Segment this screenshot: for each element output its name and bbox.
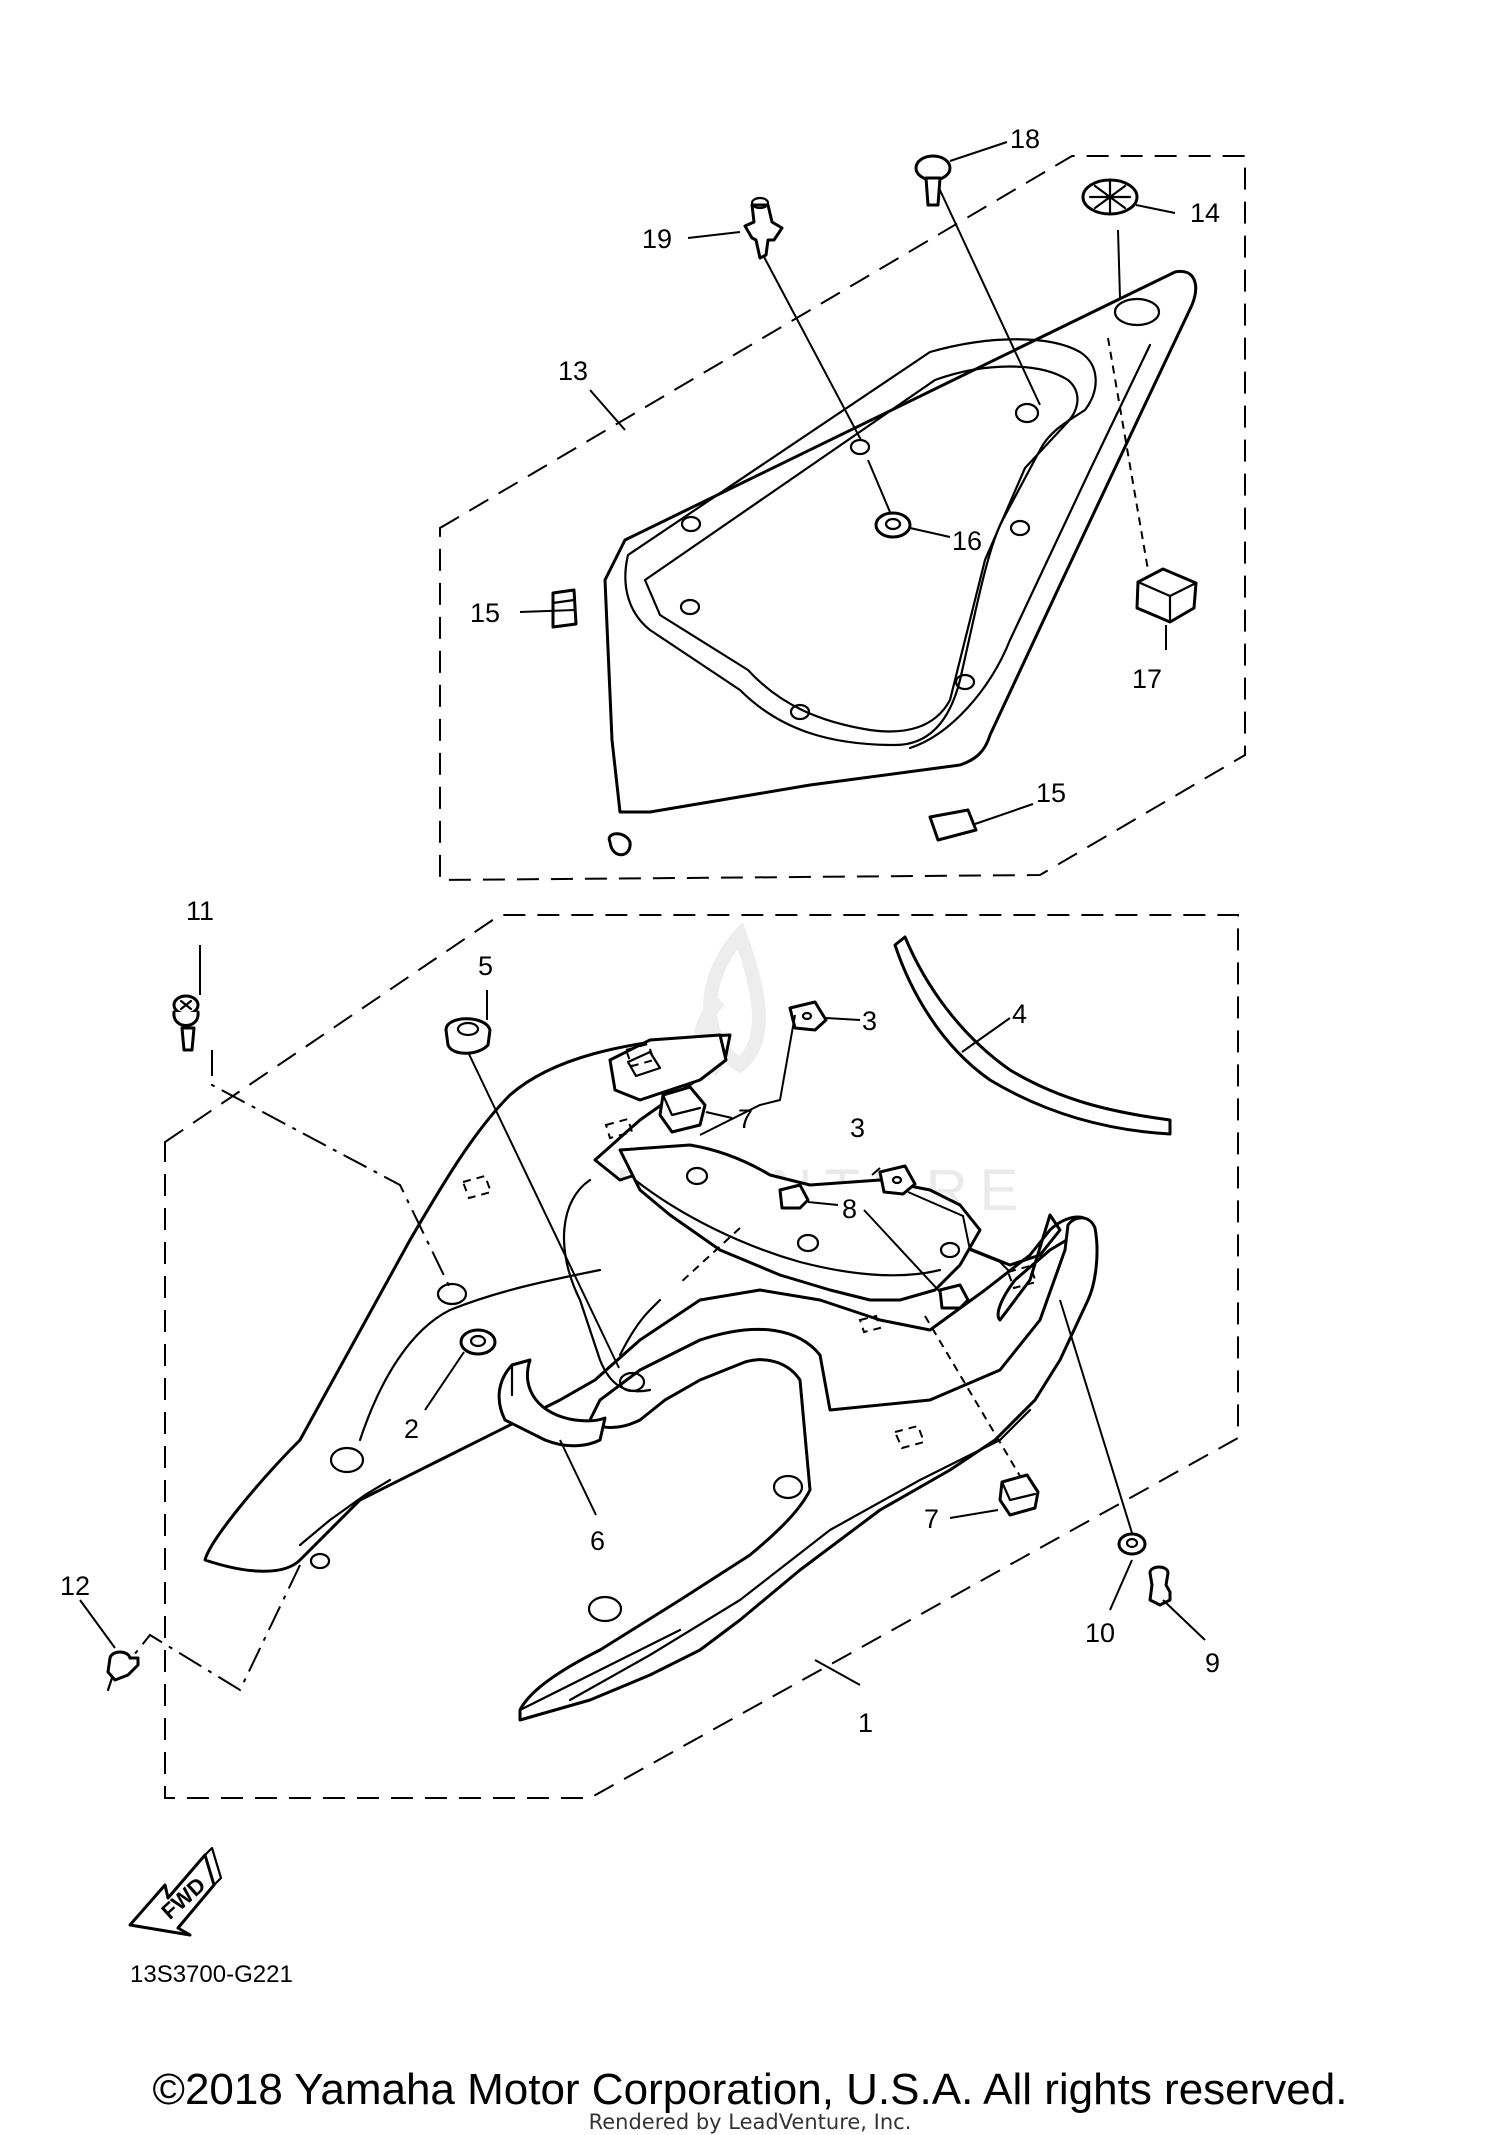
callout-3b: 3 xyxy=(850,1113,865,1143)
callout-1: 1 xyxy=(858,1708,873,1738)
callout-10: 10 xyxy=(1085,1618,1115,1648)
damper-15-lower xyxy=(928,808,978,842)
callout-3a: 3 xyxy=(862,1006,877,1036)
callout-2: 2 xyxy=(404,1414,419,1444)
screw-11 xyxy=(172,994,200,1052)
cover-1-hole-a xyxy=(329,1446,365,1474)
callout-9: 9 xyxy=(1205,1648,1220,1678)
callout-19: 19 xyxy=(642,224,672,254)
fwd-arrow-icon: FWD xyxy=(128,1846,223,1937)
screw-18 xyxy=(914,154,952,207)
callout-17: 17 xyxy=(1132,664,1162,694)
damper-7-upper xyxy=(658,1085,707,1134)
upper-leaders xyxy=(519,141,1176,825)
callout-14: 14 xyxy=(1190,198,1220,228)
molding-4 xyxy=(893,935,1172,1136)
callout-15a: 15 xyxy=(470,598,500,628)
rivet-12 xyxy=(106,1650,140,1692)
upper-bracket xyxy=(608,1033,728,1102)
grommet-16 xyxy=(874,511,912,539)
copyright-notice: ©2018 Yamaha Motor Corporation, U.S.A. A… xyxy=(152,2065,1348,2114)
nut-3-b xyxy=(878,1164,917,1196)
callout-8: 8 xyxy=(842,1194,857,1224)
callout-6: 6 xyxy=(590,1526,605,1556)
screw-9 xyxy=(1148,1565,1172,1607)
emblem-14 xyxy=(1081,178,1139,216)
cover-13-hole xyxy=(1113,297,1161,327)
callout-5: 5 xyxy=(478,951,493,981)
callout-12: 12 xyxy=(60,1571,90,1601)
damper-7-lower xyxy=(998,1473,1040,1517)
damper-8-a xyxy=(778,1183,810,1210)
callout-13: 13 xyxy=(558,356,588,386)
damper-15-upper xyxy=(551,588,578,629)
grommet-2 xyxy=(459,1328,497,1356)
grommet-10 xyxy=(1117,1532,1147,1556)
side-cover-13 xyxy=(603,269,1198,857)
diagram-reference: 13S3700-G221 xyxy=(130,1961,293,1988)
callout-4: 4 xyxy=(1012,999,1027,1029)
callout-11: 11 xyxy=(186,896,214,926)
callout-7b: 7 xyxy=(924,1504,939,1534)
screw-19 xyxy=(743,196,784,260)
insulator-6 xyxy=(497,1358,607,1448)
side-cover-1 xyxy=(203,1033,1099,1722)
lower-leaders xyxy=(79,945,1206,1692)
callout-labels: 1 2 3 3 4 5 6 7 7 8 9 10 11 12 13 14 15 … xyxy=(60,124,1220,1738)
callout-16: 16 xyxy=(952,526,982,556)
pad-17 xyxy=(1135,567,1198,624)
callout-18: 18 xyxy=(1010,124,1040,154)
damper-8-b xyxy=(938,1283,970,1310)
rendered-by-credit: Rendered by LeadVenture, Inc. xyxy=(588,2110,912,2134)
grommet-5 xyxy=(444,1017,492,1055)
callout-7a: 7 xyxy=(738,1104,753,1134)
callout-15b: 15 xyxy=(1036,778,1066,808)
assembly-13-boundary xyxy=(439,155,1246,882)
hidden-clips xyxy=(461,1042,1038,1450)
assembly-lower-boundary xyxy=(164,914,1239,1799)
